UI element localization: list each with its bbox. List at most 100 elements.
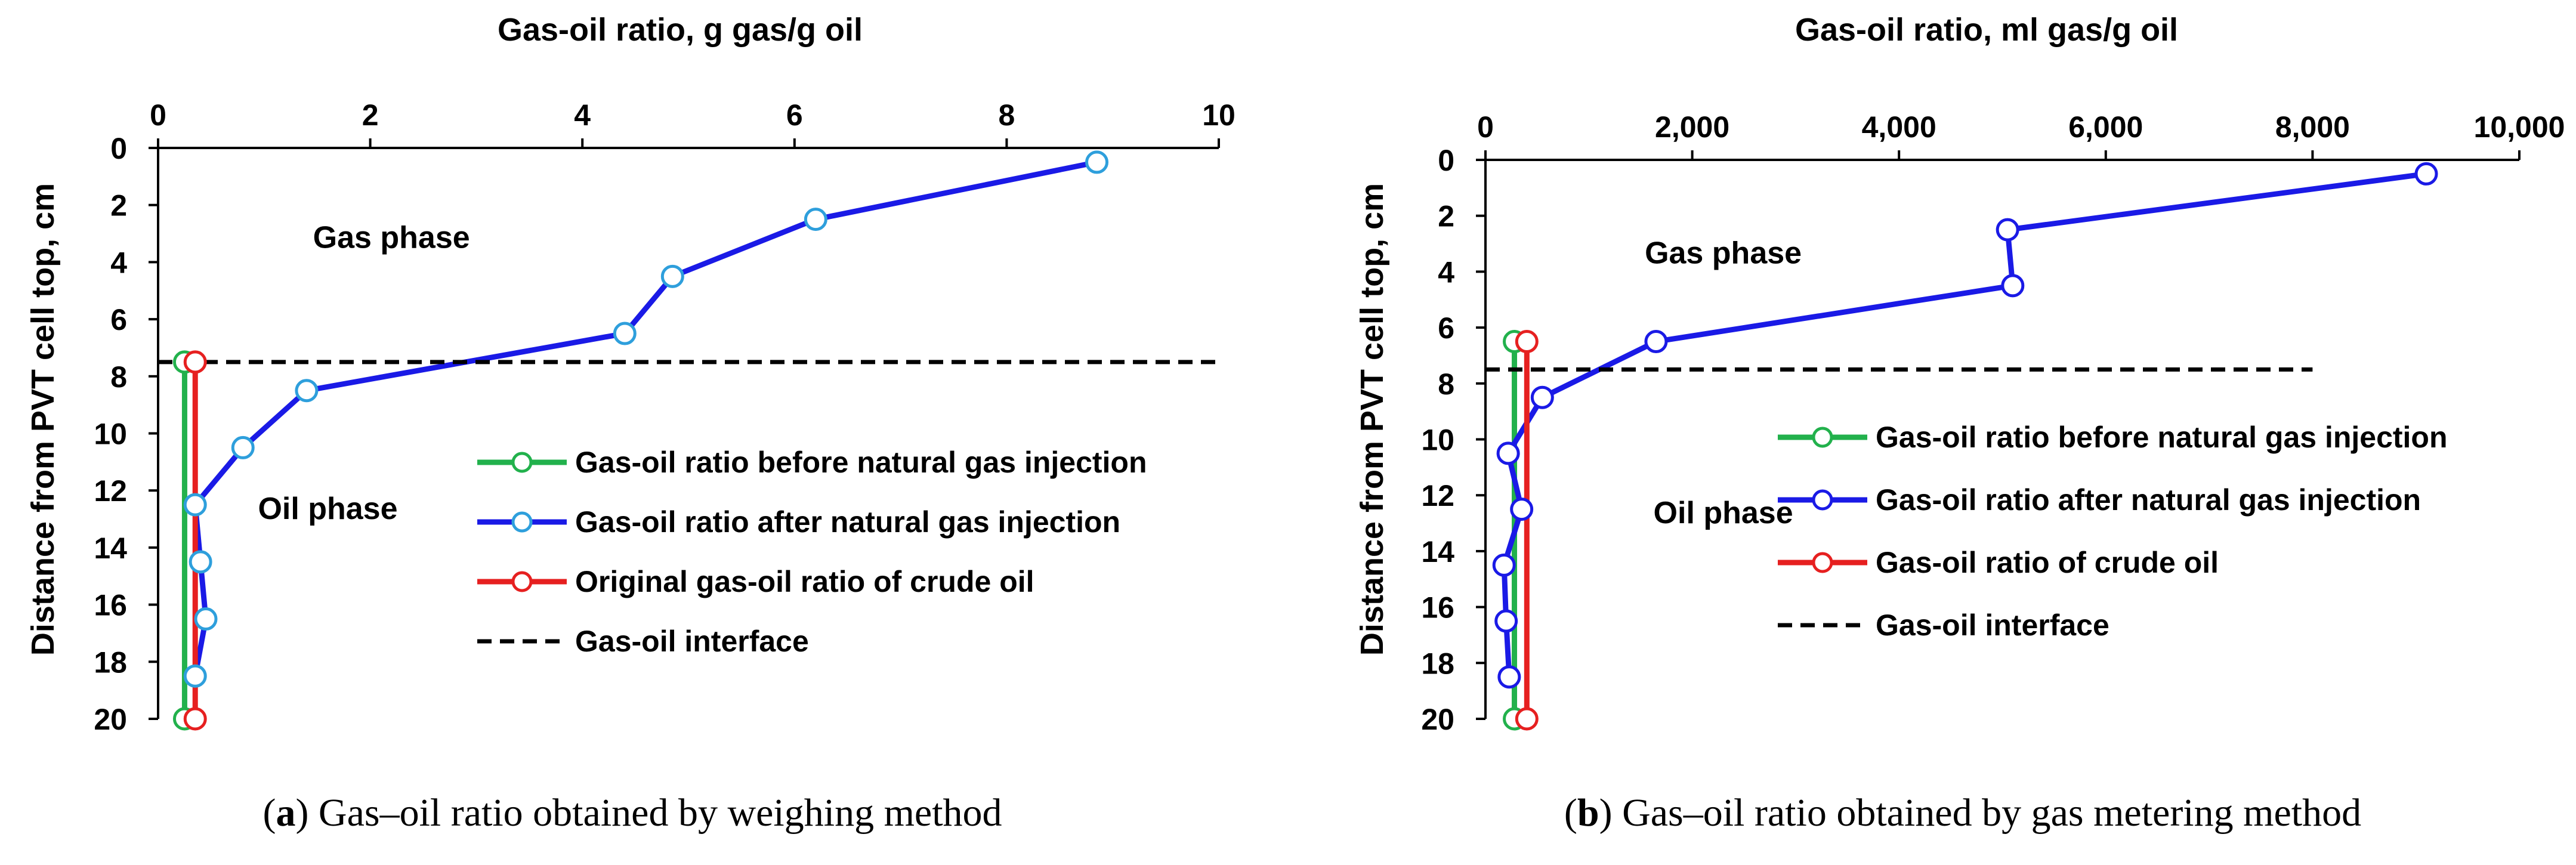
x-tick-label: 4,000 bbox=[1862, 110, 1936, 144]
x-tick-label: 8,000 bbox=[2275, 110, 2350, 144]
oil-phase-label: Oil phase bbox=[258, 492, 397, 526]
gas-phase-label: Gas phase bbox=[313, 220, 470, 255]
x-tick-label: 6,000 bbox=[2068, 110, 2143, 144]
chart-panel-a: Gas-oil ratio, g gas/g oil Distance from… bbox=[25, 12, 1236, 835]
series-line-1 bbox=[192, 159, 1098, 677]
series-markers bbox=[1492, 162, 2438, 731]
caption-text: Gas–oil ratio obtained by gas metering m… bbox=[1622, 791, 2361, 835]
caption-letter: a bbox=[276, 791, 295, 835]
data-point-marker bbox=[2001, 274, 2025, 298]
legend-item: Gas-oil ratio before natural gas injecti… bbox=[1778, 421, 2448, 454]
y-tick-label: 20 bbox=[94, 703, 127, 736]
axes bbox=[1476, 150, 2521, 720]
y-tick-label: 8 bbox=[110, 360, 127, 394]
legend: Gas-oil ratio before natural gas injecti… bbox=[1778, 421, 2448, 642]
chart-panel-b: Gas-oil ratio, ml gas/g oil Distance fro… bbox=[1354, 12, 2565, 835]
series-lines bbox=[158, 159, 1219, 719]
data-point-marker bbox=[660, 264, 684, 288]
legend: Gas-oil ratio before natural gas injecti… bbox=[477, 446, 1147, 658]
gas-phase-label: Gas phase bbox=[1645, 236, 1802, 270]
y-tick-label: 0 bbox=[1438, 144, 1454, 177]
data-point-marker bbox=[1494, 609, 1518, 633]
data-point-marker bbox=[1644, 330, 1668, 354]
data-point-marker bbox=[613, 322, 637, 345]
data-point-marker bbox=[1085, 150, 1109, 174]
y-tick-label: 10 bbox=[94, 418, 127, 451]
data-point-marker bbox=[1530, 385, 1554, 409]
x-axis-title: Gas-oil ratio, ml gas/g oil bbox=[1795, 12, 2178, 48]
oil-phase-label: Oil phase bbox=[1654, 496, 1793, 530]
axes bbox=[149, 138, 1220, 720]
x-tick-label: 6 bbox=[786, 98, 803, 132]
y-tick-label: 0 bbox=[110, 132, 127, 165]
y-tick-label: 12 bbox=[94, 474, 127, 508]
legend-swatch-marker bbox=[511, 452, 533, 473]
x-tick-label: 10,000 bbox=[2474, 110, 2565, 144]
legend-label: Gas-oil interface bbox=[1876, 608, 2109, 642]
legend-swatch-marker bbox=[1812, 489, 1833, 511]
x-tick-label: 4 bbox=[574, 98, 591, 132]
legend-label: Gas-oil ratio before natural gas injecti… bbox=[1876, 421, 2448, 454]
legend-label: Original gas-oil ratio of crude oil bbox=[575, 565, 1034, 598]
x-tick-label: 2,000 bbox=[1655, 110, 1729, 144]
legend-label: Gas-oil ratio after natural gas injectio… bbox=[575, 505, 1120, 539]
x-tick-label: 10 bbox=[1202, 98, 1236, 132]
legend-item: Gas-oil ratio of crude oil bbox=[1778, 546, 2219, 579]
x-tick-label: 0 bbox=[150, 98, 166, 132]
data-point-marker bbox=[1497, 665, 1521, 689]
legend-label: Gas-oil ratio after natural gas injectio… bbox=[1876, 483, 2421, 517]
data-point-marker bbox=[194, 607, 218, 631]
y-tick-label: 20 bbox=[1421, 703, 1454, 736]
legend-swatch-marker bbox=[511, 511, 533, 533]
y-tick-label: 2 bbox=[110, 189, 127, 223]
y-tick-label: 12 bbox=[1421, 479, 1454, 512]
legend-item: Gas-oil ratio after natural gas injectio… bbox=[477, 505, 1120, 539]
y-tick-label: 14 bbox=[94, 532, 127, 565]
legend-item: Gas-oil ratio before natural gas injecti… bbox=[477, 446, 1147, 479]
caption-b: (b) Gas–oil ratio obtained by gas meteri… bbox=[1564, 791, 2361, 835]
y-tick-label: 16 bbox=[94, 589, 127, 622]
data-point-marker bbox=[1510, 498, 1534, 521]
data-point-marker bbox=[1515, 707, 1539, 731]
legend-item: Gas-oil interface bbox=[1778, 608, 2109, 642]
x-tick-label: 0 bbox=[1477, 110, 1494, 144]
caption-letter: b bbox=[1577, 791, 1599, 835]
y-tick-label: 2 bbox=[1438, 200, 1454, 233]
y-axis-title: Distance from PVT cell top, cm bbox=[25, 183, 61, 656]
legend-label: Gas-oil ratio of crude oil bbox=[1876, 546, 2219, 579]
data-point-marker bbox=[231, 435, 255, 459]
y-tick-label: 16 bbox=[1421, 591, 1454, 625]
legend-swatch-marker bbox=[511, 571, 533, 592]
x-axis-title: Gas-oil ratio, g gas/g oil bbox=[498, 12, 863, 48]
y-tick-label: 18 bbox=[94, 645, 127, 679]
y-tick-label: 10 bbox=[1421, 424, 1454, 457]
legend-item: Original gas-oil ratio of crude oil bbox=[477, 565, 1034, 598]
data-point-marker bbox=[2414, 162, 2438, 186]
data-point-marker bbox=[1496, 441, 1520, 465]
data-point-marker bbox=[183, 350, 207, 374]
legend-item: Gas-oil ratio after natural gas injectio… bbox=[1778, 483, 2421, 517]
legend-swatch-marker bbox=[1812, 427, 1833, 448]
caption-a: (a) Gas–oil ratio obtained by weighing m… bbox=[262, 791, 1002, 835]
data-point-marker bbox=[183, 664, 207, 688]
y-tick-label: 6 bbox=[110, 303, 127, 336]
x-tick-label: 2 bbox=[362, 98, 379, 132]
y-tick-label: 4 bbox=[110, 246, 127, 279]
data-point-marker bbox=[1515, 330, 1539, 354]
x-tick-label: 8 bbox=[998, 98, 1015, 132]
data-point-marker bbox=[1492, 553, 1516, 577]
data-point-marker bbox=[804, 208, 827, 231]
legend-item: Gas-oil interface bbox=[477, 625, 809, 658]
y-tick-label: 4 bbox=[1438, 255, 1454, 289]
legend-label: Gas-oil ratio before natural gas injecti… bbox=[575, 446, 1147, 479]
y-tick-label: 6 bbox=[1438, 311, 1454, 345]
x-tick-labels: 0 2 4 6 8 10 bbox=[150, 98, 1236, 132]
data-point-marker bbox=[183, 493, 207, 517]
data-point-marker bbox=[183, 707, 207, 731]
caption-text: Gas–oil ratio obtained by weighing metho… bbox=[319, 791, 1002, 835]
y-tick-label: 14 bbox=[1421, 535, 1454, 569]
legend-label: Gas-oil interface bbox=[575, 625, 809, 658]
legend-swatch-marker bbox=[1812, 552, 1833, 573]
data-point-marker bbox=[189, 550, 212, 574]
